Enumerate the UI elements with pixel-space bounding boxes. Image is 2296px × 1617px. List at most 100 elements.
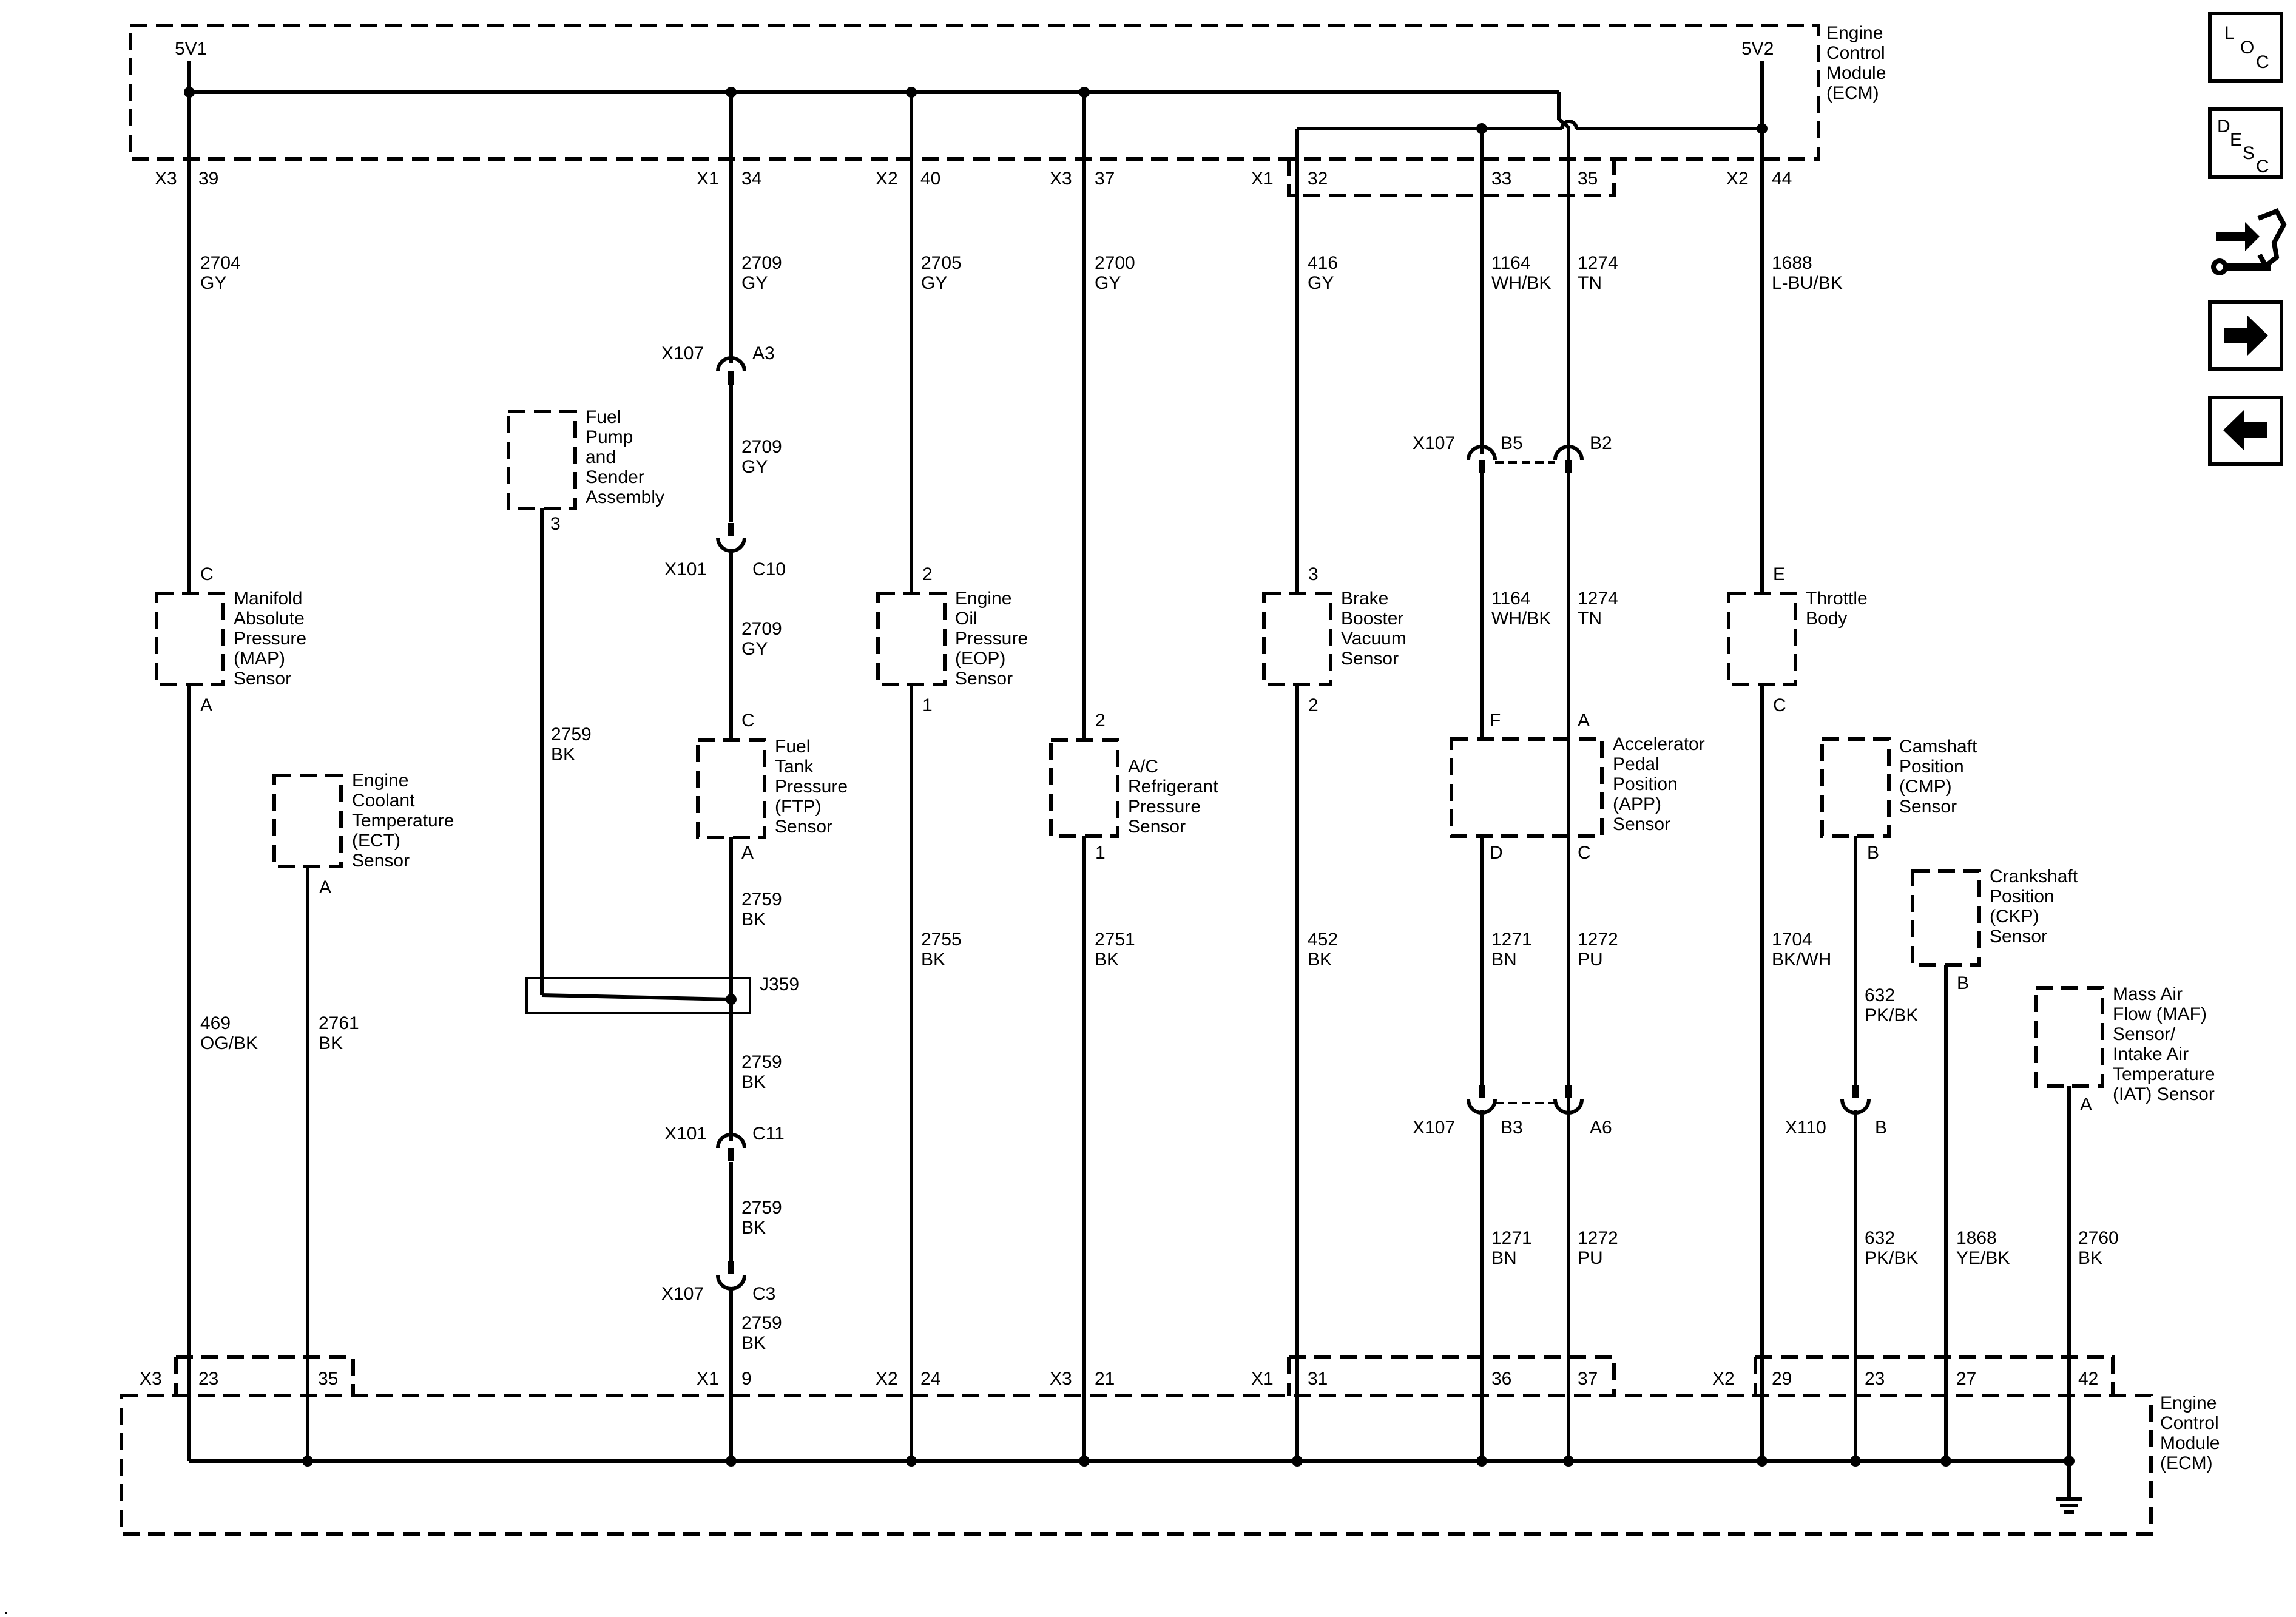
wire-color: YE/BK <box>1956 1248 2010 1268</box>
bottom-pin-11: 27 <box>1956 1369 1976 1389</box>
x107-a6-pin: A6 <box>1590 1118 1612 1138</box>
wire-label: 2759 <box>741 890 782 910</box>
top-pin-conn-4: X3 <box>1050 169 1072 189</box>
desc-letter-c: C <box>2256 157 2269 177</box>
ftp-name-2: Tank <box>775 757 814 777</box>
ecm-bottom-label-line1: Engine <box>2160 1393 2217 1413</box>
top-pin-conn-1: X3 <box>155 169 177 189</box>
ftp-name-5: Sensor <box>775 817 832 837</box>
x107-b3-conn: X107 <box>1413 1118 1455 1138</box>
ftp-name-3: Pressure <box>775 777 848 797</box>
top-pin-6: 33 <box>1491 169 1511 189</box>
component-ect-sensor: Engine Coolant Temperature (ECT) Sensor … <box>272 771 454 897</box>
bottom-pin-conn-9: X2 <box>1712 1369 1735 1389</box>
throttle-pin-e: E <box>1773 564 1785 584</box>
desc-letter-s: S <box>2243 143 2255 163</box>
ect-pin-a: A <box>319 877 331 897</box>
wire-label: 1272 <box>1578 1228 1618 1248</box>
eop-name-5: Sensor <box>955 669 1013 689</box>
bottom-pin-7: 36 <box>1491 1369 1511 1389</box>
x101-c10-conn: X101 <box>664 559 707 579</box>
fuel-pump-name-3: and <box>586 447 616 467</box>
wire-label: 2759 <box>741 1052 782 1072</box>
x110-pin: B <box>1875 1118 1887 1138</box>
wire-color: PU <box>1578 950 1603 970</box>
fuel-pump-pin-3: 3 <box>550 514 561 534</box>
x110-conn: X110 <box>1785 1118 1826 1138</box>
wire-color: BK <box>741 910 766 930</box>
app-pin-c: C <box>1578 843 1591 863</box>
wire-color: GY <box>1308 273 1334 293</box>
app-name-3: Position <box>1613 774 1678 794</box>
wire-label: 1271 <box>1491 930 1532 950</box>
wire-label: 1271 <box>1491 1228 1532 1248</box>
wire-color: BK <box>1308 950 1332 970</box>
wire-label: 2755 <box>921 930 962 950</box>
description-view-button[interactable]: D E S C <box>2208 107 2283 179</box>
wire-color: BN <box>1491 950 1517 970</box>
bottom-pin-10: 23 <box>1865 1369 1885 1389</box>
ftp-pin-a: A <box>741 843 754 863</box>
wire-color: WH/BK <box>1491 609 1551 629</box>
cmp-name-1: Camshaft <box>1899 737 1977 757</box>
component-throttle-body: Throttle Body E C <box>1727 564 1868 715</box>
cmp-pin-b: B <box>1867 843 1879 863</box>
previous-page-button[interactable] <box>2208 396 2283 466</box>
top-pin-conn-3: X2 <box>876 169 898 189</box>
x107-c3-conn: X107 <box>661 1284 704 1304</box>
wire-labels: 2704 GY 2709 GY 2709 GY 2709 GY 2705 GY … <box>200 253 2119 1353</box>
eop-pin-2: 2 <box>922 564 933 584</box>
connector-tool-icon[interactable] <box>2211 208 2287 275</box>
location-view-button[interactable]: L O C <box>2208 12 2283 83</box>
eop-name-4: (EOP) <box>955 649 1005 669</box>
wire-label: 2705 <box>921 253 962 273</box>
wire-label: 1704 <box>1772 930 1812 950</box>
wire-color: BK <box>2078 1248 2102 1268</box>
wire-color: WH/BK <box>1491 273 1551 293</box>
x101-c10-pin: C10 <box>752 559 786 579</box>
wire-label: 632 <box>1865 1228 1895 1248</box>
top-pin-conn-5: X1 <box>1251 169 1274 189</box>
ground-bus <box>189 1456 2075 1467</box>
wire-color: GY <box>741 639 768 659</box>
brake-name-2: Booster <box>1341 609 1403 629</box>
component-map-sensor: Manifold Absolute Pressure (MAP) Sensor … <box>155 564 306 715</box>
footnote-dot: . <box>4 1598 8 1617</box>
desc-letter-d: D <box>2217 116 2230 137</box>
ckp-pin-b: B <box>1957 973 1969 993</box>
arrow-left-icon <box>2223 410 2267 450</box>
component-ftp-sensor: Fuel Tank Pressure (FTP) Sensor C A <box>696 711 848 863</box>
ac-name-4: Sensor <box>1128 817 1186 837</box>
eop-name-3: Pressure <box>955 629 1028 649</box>
wire-color: GY <box>921 273 947 293</box>
cmp-name-4: Sensor <box>1899 797 1957 817</box>
wire-label: 469 <box>200 1013 231 1033</box>
loc-letter-c: C <box>2256 52 2269 72</box>
desc-letter-e: E <box>2230 130 2242 150</box>
app-name-5: Sensor <box>1613 814 1670 834</box>
wire-color: TN <box>1578 273 1602 293</box>
next-page-button[interactable] <box>2208 300 2283 371</box>
wire-label: 1272 <box>1578 930 1618 950</box>
wire-label: 2759 <box>741 1198 782 1218</box>
ecm-top-label-line2: Control <box>1826 43 1885 63</box>
wire-label: 416 <box>1308 253 1338 273</box>
ftp-name-1: Fuel <box>775 737 810 757</box>
wire-color: BN <box>1491 1248 1517 1268</box>
ground-icon <box>2056 1461 2082 1514</box>
loc-letter-l: L <box>2224 23 2235 43</box>
app-pin-d: D <box>1490 843 1503 863</box>
ect-name-1: Engine <box>352 771 408 791</box>
eop-name-1: Engine <box>955 589 1011 609</box>
bottom-pin-5: 21 <box>1095 1369 1115 1389</box>
ac-name-1: A/C <box>1128 757 1158 777</box>
top-pin-3: 40 <box>920 169 940 189</box>
maf-pin-a: A <box>2080 1095 2092 1115</box>
power-5v2-label: 5V2 <box>1741 39 1774 59</box>
inline-connector-x110-b: X110 B <box>1785 1085 1887 1138</box>
ecm-bottom-label-line4: (ECM) <box>2160 1453 2213 1473</box>
wire-label: 1274 <box>1578 589 1618 609</box>
bottom-pin-conn-1: X3 <box>140 1369 162 1389</box>
wire-color: GY <box>1095 273 1121 293</box>
